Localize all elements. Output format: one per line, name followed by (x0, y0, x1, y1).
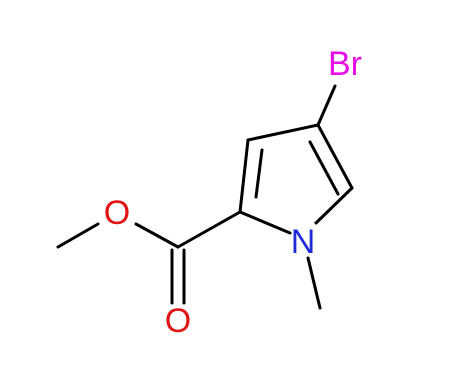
bond-c2-c3-inner (254, 148, 264, 199)
bond-layer (56, 84, 354, 310)
bond-n1-c2 (238, 210, 292, 235)
bond-c3-c4 (246, 123, 320, 142)
nitrogen-atom-label: N (291, 223, 316, 261)
bond-c4-c5 (316, 123, 354, 190)
bromine-atom-label: Br (328, 45, 362, 83)
bond-ether-o-methyl (56, 222, 100, 249)
bond-c4-c5-inner (308, 140, 340, 196)
bond-c2-c3 (238, 138, 250, 214)
ether-oxygen-atom-label: O (104, 194, 130, 232)
bond-carbonyl-c-ether-o (134, 222, 180, 249)
bond-c2-carbonyl-c (176, 210, 242, 249)
atom-label-layer: Br N O O (104, 45, 362, 340)
carbonyl-oxygen-atom-label: O (165, 302, 191, 340)
bond-c4-br (316, 84, 337, 127)
bond-n1-methyl (306, 256, 322, 310)
bond-c5-n1 (314, 186, 354, 225)
